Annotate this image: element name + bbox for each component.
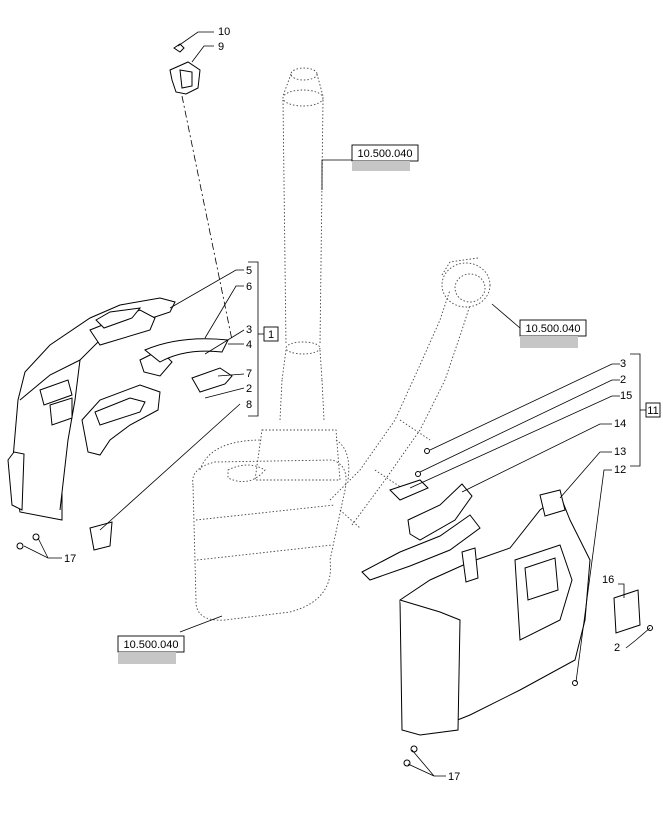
callout-2-left: 2 <box>246 383 252 395</box>
right-cover-assembly <box>399 489 591 736</box>
callout-9: 9 <box>218 41 224 53</box>
callout-labels: 10 9 5 6 3 4 7 2 8 17 3 2 15 14 13 12 16… <box>64 26 632 783</box>
reference-top: 10.500.040 <box>351 144 419 171</box>
callout-2-far-right: 2 <box>614 642 620 654</box>
alignment-line <box>181 95 233 341</box>
screw-right-b <box>403 759 411 767</box>
top-bracket-part <box>169 43 201 95</box>
callout-12: 12 <box>614 464 626 476</box>
screw-right-a <box>410 745 418 753</box>
screw-right-e <box>424 448 430 454</box>
svg-text:11: 11 <box>647 405 658 417</box>
exhaust-system-ghost <box>192 67 491 621</box>
callout-15: 15 <box>620 390 632 402</box>
curved-shield-part <box>144 338 229 363</box>
callout-6: 6 <box>246 281 252 293</box>
group-box-right: 11 <box>645 402 661 418</box>
callout-14: 14 <box>614 418 626 430</box>
callout-4: 4 <box>246 339 252 351</box>
wedge-part <box>89 521 113 551</box>
screw-left <box>16 533 40 550</box>
svg-text:10.500.040: 10.500.040 <box>357 148 412 160</box>
leader-lines <box>23 31 651 777</box>
callout-3-right: 3 <box>620 358 626 370</box>
svg-text:10.500.040: 10.500.040 <box>525 323 580 335</box>
callout-17-left: 17 <box>64 553 76 565</box>
callout-10: 10 <box>218 26 230 38</box>
screw-right-d <box>572 680 578 686</box>
right-shield-part <box>361 514 481 581</box>
callout-16: 16 <box>602 574 614 586</box>
left-cover-assembly <box>7 297 176 521</box>
clamp-part <box>191 367 233 393</box>
cover-plate-part <box>613 589 641 634</box>
callout-8: 8 <box>246 399 252 411</box>
callout-5: 5 <box>246 265 252 277</box>
right-bracket-part <box>407 483 473 541</box>
reference-right: 10.500.040 <box>519 319 587 348</box>
callout-7: 7 <box>246 368 252 380</box>
callout-2-right: 2 <box>620 374 626 386</box>
svg-text:10.500.040: 10.500.040 <box>123 639 178 651</box>
group-box-left: 1 <box>263 326 279 342</box>
screw-right-f <box>415 471 421 477</box>
callout-17-right: 17 <box>448 771 460 783</box>
callout-13: 13 <box>614 446 626 458</box>
reference-bottom: 10.500.040 <box>117 635 185 664</box>
left-inner-panel <box>81 349 173 456</box>
callout-3-left: 3 <box>246 324 252 336</box>
small-bracket-part <box>389 479 429 501</box>
svg-text:1: 1 <box>268 329 274 341</box>
